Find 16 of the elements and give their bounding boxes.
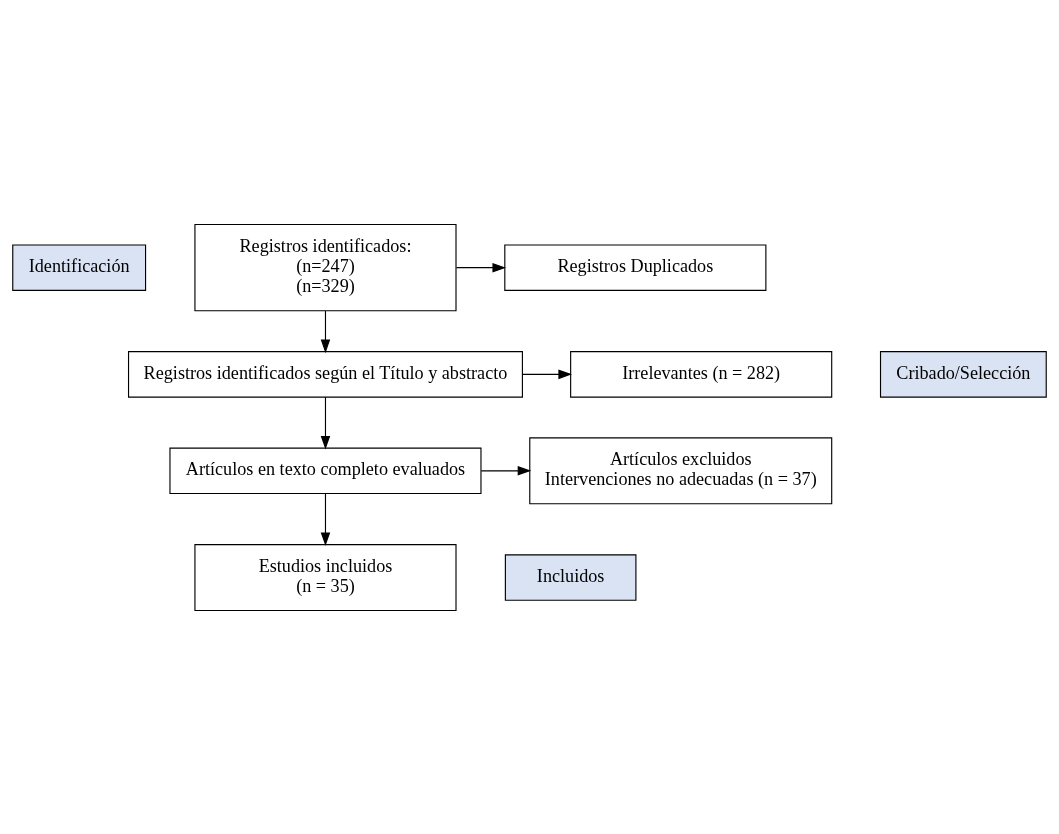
node-box: Irrelevantes (n = 282) [570,350,833,398]
node-box: Registros identificados: (n=247) (n=329) [194,223,457,311]
arrow [320,310,331,353]
node-box: Estudios incluidos (n = 35) [194,543,457,611]
node-box: Registros identificados según el Título y abstracto [127,350,523,398]
node-box: Cribado/Selección [879,350,1047,398]
node-box: Registros Duplicados [504,243,767,291]
node-box: Incluidos [504,553,637,601]
node-box: Artículos en texto completo evaluados [169,447,482,494]
arrow [455,262,507,272]
arrow [320,492,331,546]
arrow [320,396,331,450]
node-box: Identificación [12,243,147,291]
arrow [480,465,532,476]
node-box: Artículos excluidos Intervenciones no adecuadas (n = 37) [529,436,833,504]
arrow [522,369,572,379]
